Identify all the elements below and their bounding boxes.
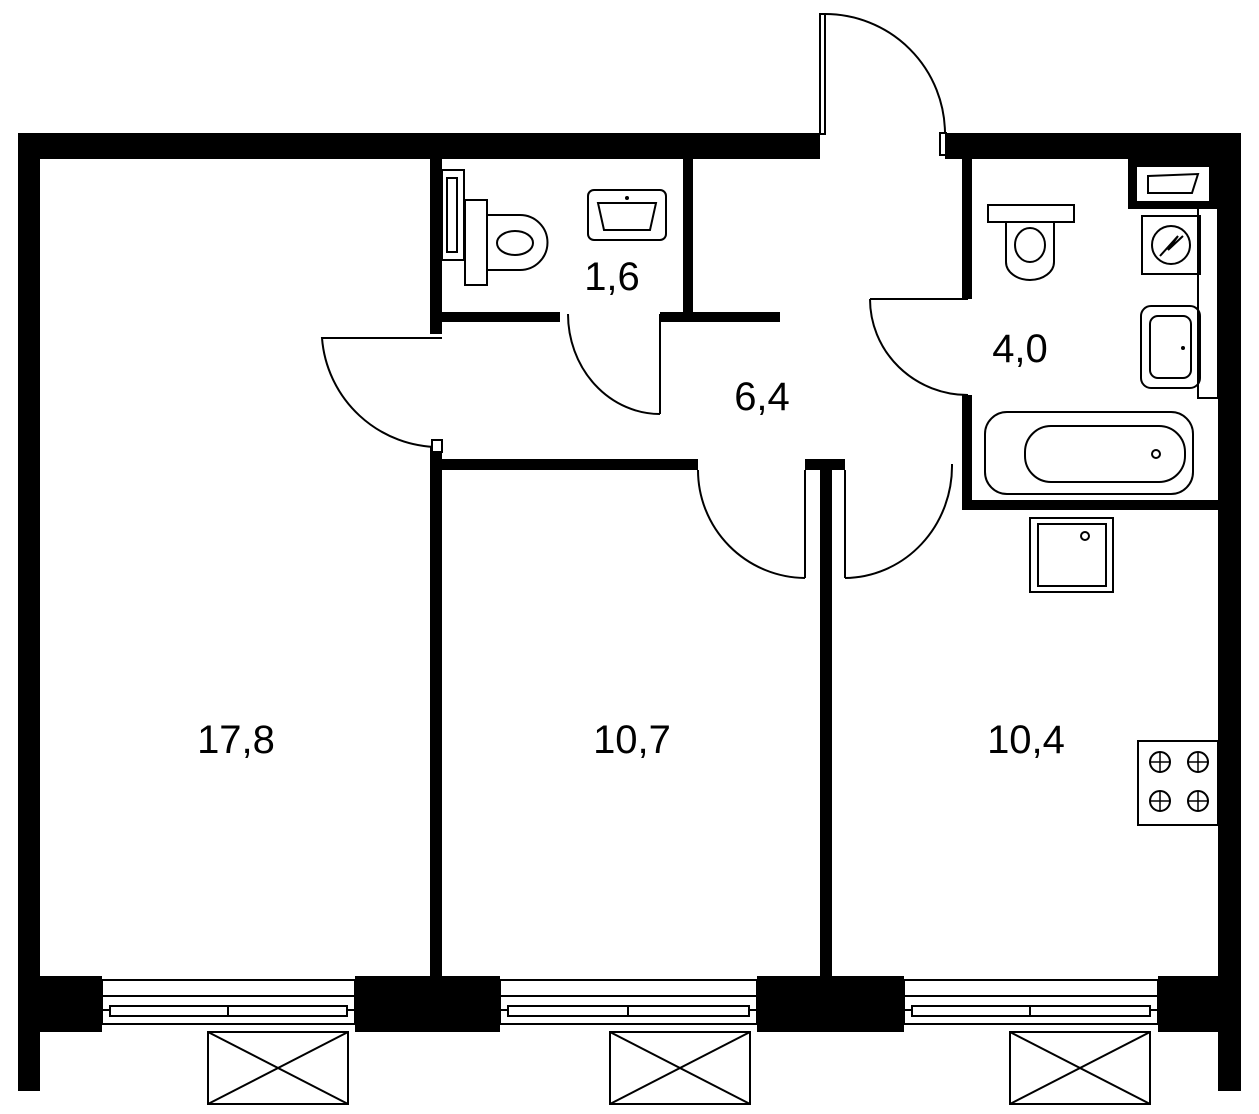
toilet-fixtures [441,169,667,286]
kitchen-door [844,463,954,579]
external-unit-1 [207,1031,349,1105]
bath-sink-icon [1140,305,1201,389]
doors [320,13,969,579]
toilet-area-label: 1,6 [584,255,640,299]
toilet-sink-icon [587,189,667,241]
bottom-wall-3 [757,976,904,1032]
wall-living-bedroom [430,447,442,977]
wall-living-toilet [430,159,442,334]
wall-bath-bottom [962,500,1218,510]
wall-bedroom-top-right [805,459,845,470]
right-wall [1218,133,1241,1091]
bedroom-door [697,469,806,579]
stove-icon [1137,740,1219,826]
window-living-room [101,979,356,1025]
room-labels: 17,8 10,7 10,4 6,4 1,6 4,0 [197,255,1065,762]
top-wall-right [945,133,1241,159]
bathroom-door [869,298,969,396]
bedroom-area-label: 10,7 [593,718,671,762]
bathtub-icon [984,411,1194,495]
washing-machine-icon [1141,215,1201,275]
fridge-icon [1029,517,1114,593]
bottom-wall-4 [1158,976,1241,1032]
living-room-door [320,337,443,453]
entrance-door [819,13,947,156]
window-kitchen [903,979,1159,1025]
window-bedroom [499,979,758,1025]
toilet-bowl-icon [486,214,549,271]
wall-bath-left-top [962,159,972,299]
bottom-wall-1 [18,976,102,1032]
bath-toilet-icon [1005,222,1055,281]
wall-bedroom-top [430,459,698,470]
bathroom-area-label: 4,0 [992,327,1048,371]
windows [101,979,1159,1025]
toilet-door [567,313,661,415]
hallway-area-label: 6,4 [734,375,790,419]
external-units [207,1031,1151,1105]
left-wall [18,133,40,1091]
wall-toilet-bottom-left [430,312,560,322]
toilet-cabinet [441,169,465,261]
external-unit-2 [609,1031,751,1105]
external-unit-3 [1009,1031,1151,1105]
bath-cistern [987,204,1075,223]
toilet-cistern [464,199,488,286]
wall-bath-left-bottom [962,395,972,510]
top-wall-left [18,133,820,159]
bath-counter [1197,205,1219,399]
shaft-duct [1147,172,1200,194]
kitchen-fixtures [1029,517,1219,826]
bottom-wall-2 [355,976,500,1032]
wall-toilet-bottom-right [660,312,780,322]
kitchen-area-label: 10,4 [987,718,1065,762]
bathroom-fixtures [984,204,1219,495]
living-room-area-label: 17,8 [197,718,275,762]
wall-toilet-right [683,159,693,312]
exterior-walls [18,133,1241,1091]
wall-bedroom-kitchen [820,459,832,977]
interior-walls [430,159,1218,977]
